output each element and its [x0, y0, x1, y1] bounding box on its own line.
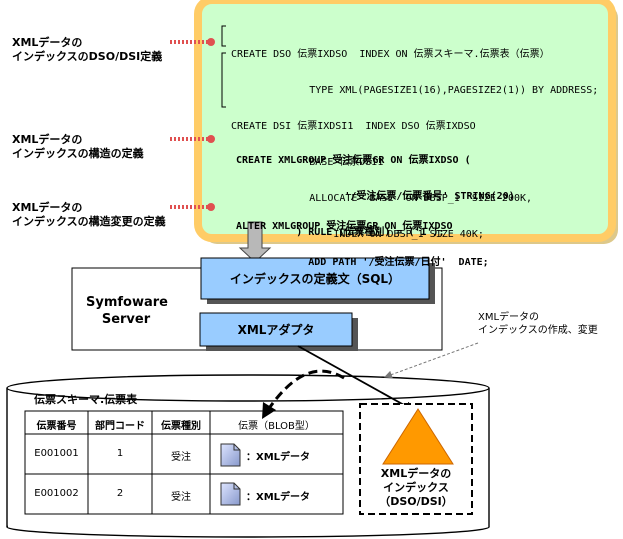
- table-cell-kind: 受注: [171, 452, 191, 463]
- table-header: 部門コード: [95, 421, 145, 432]
- label-dso-dsi: XMLデータのインデックスのDSO/DSI定義: [12, 36, 163, 63]
- table-cell-id: E001001: [34, 448, 79, 459]
- sql-definition-label: インデックスの定義文（SQL）: [229, 272, 401, 286]
- sql-alter-xmlgroup: ALTER XMLGROUP 受注伝票GR ON 伝票IXDSO ADD PAT…: [236, 221, 489, 268]
- index-to-table-arrow: [268, 369, 345, 408]
- table-title: 伝票スキーマ.伝票表: [34, 393, 138, 406]
- table-header: 伝票（BLOB型）: [238, 421, 315, 432]
- callout-text: XMLデータのインデックスの作成、変更: [478, 312, 598, 336]
- table-cell-kind: 受注: [171, 492, 191, 503]
- table-cell-doc: ：XMLデータ: [246, 492, 311, 503]
- sql-dso-dsi: CREATE DSO 伝票IXDSO INDEX ON 伝票スキーマ.伝票表（伝…: [231, 49, 599, 240]
- callout-leader: [384, 342, 479, 379]
- table-header: 伝票種別: [161, 421, 201, 432]
- sql-box: [200, 257, 430, 300]
- table-header: 伝票番号: [36, 421, 77, 432]
- adapter-to-index-arrow: [297, 345, 415, 411]
- dso-bracket: [221, 25, 226, 47]
- index-label: XMLデータの インデックス （DSO/DSI）: [379, 467, 453, 508]
- table-grid: [24, 410, 344, 515]
- dsi-bracket: [221, 52, 226, 108]
- table-cell-doc: ：XMLデータ: [246, 452, 311, 463]
- sql-create-xmlgroup: CREATE XMLGROUP 受注伝票GR ON 伝票IXDSO ( '/受注…: [236, 155, 515, 238]
- index-triangle: [382, 408, 454, 465]
- document-icon: [220, 482, 241, 506]
- table-cell-dept: 2: [116, 488, 124, 499]
- table-cell-dept: 1: [116, 448, 124, 459]
- table-cell-id: E001002: [34, 488, 79, 499]
- label-leaders: [170, 38, 215, 211]
- label-index-structure: XMLデータのインデックスの構造の定義: [12, 133, 144, 160]
- code-box: [194, 0, 616, 242]
- document-icon: [220, 443, 241, 467]
- label-index-structure-change: XMLデータのインデックスの構造変更の定義: [12, 201, 166, 228]
- adapter-box: [199, 312, 353, 347]
- xml-adapter-label: XMLアダプタ: [237, 323, 315, 337]
- down-block-arrow: [238, 221, 272, 263]
